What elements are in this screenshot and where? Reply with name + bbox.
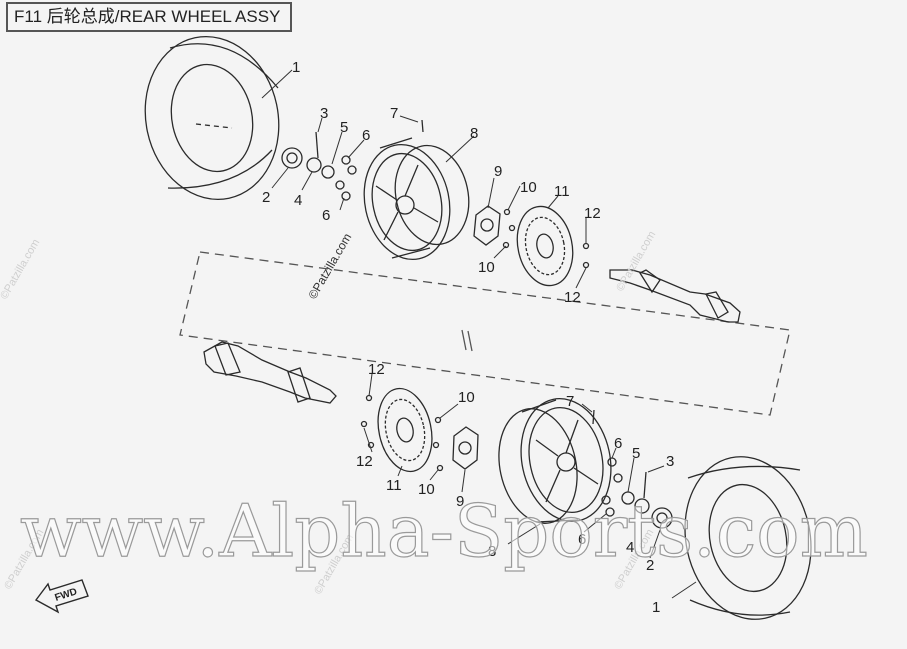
top-tire (144, 35, 280, 201)
top-brake-disc (516, 205, 590, 287)
callout-bottom-6b: 6 (578, 531, 586, 548)
callout-top-2: 2 (262, 189, 270, 206)
callout-bottom-2: 2 (646, 557, 654, 574)
top-hub (473, 205, 516, 249)
top-hub-nut-set (281, 131, 357, 201)
callout-top-10a: 10 (520, 179, 537, 196)
svg-text:©Patzilla.com: ©Patzilla.com (305, 231, 354, 302)
callout-bottom-8: 8 (488, 543, 496, 560)
callout-top-9: 9 (494, 163, 502, 180)
bottom-wheel-rim (498, 398, 612, 524)
svg-text:©Patzilla.com: ©Patzilla.com (0, 237, 42, 301)
top-callouts: 1 2 3 4 5 6 6 7 8 9 10 10 11 12 12 (262, 59, 601, 306)
callout-top-12a: 12 (584, 205, 601, 222)
forward-direction-marker: FWD (34, 579, 89, 614)
callout-bottom-3: 3 (666, 453, 674, 470)
callout-bottom-4: 4 (626, 539, 634, 556)
bottom-drive-shaft (203, 341, 337, 404)
callout-top-1: 1 (292, 59, 300, 76)
callout-top-8: 8 (470, 125, 478, 142)
callout-top-10b: 10 (478, 259, 495, 276)
callout-bottom-10b: 10 (418, 481, 435, 498)
callout-bottom-12b: 12 (356, 453, 373, 470)
callout-bottom-12a: 12 (368, 361, 385, 378)
site-watermark: www.Alpha-Sports.com (20, 489, 868, 573)
diagram-title: F11 后轮总成/REAR WHEEL ASSY (6, 2, 292, 32)
callout-top-6a: 6 (362, 127, 370, 144)
callout-bottom-7: 7 (566, 393, 574, 410)
bottom-tire (684, 456, 812, 620)
bottom-hub (432, 416, 479, 472)
callout-top-3: 3 (320, 105, 328, 122)
top-wheel-rim (363, 119, 470, 261)
top-drive-shaft (609, 269, 741, 323)
callout-bottom-6a: 6 (614, 435, 622, 452)
bottom-callouts: 12 12 11 10 10 9 7 6 5 3 6 8 4 2 1 (356, 361, 674, 616)
callout-bottom-5: 5 (632, 445, 640, 462)
callout-bottom-11: 11 (386, 477, 402, 494)
callout-bottom-1: 1 (652, 599, 660, 616)
callout-top-12b: 12 (564, 289, 581, 306)
callout-top-6b: 6 (322, 207, 330, 224)
callout-top-5: 5 (340, 119, 348, 136)
callout-bottom-9: 9 (456, 493, 464, 510)
callout-top-11: 11 (554, 183, 570, 200)
axle-link-frame (179, 251, 791, 416)
callout-top-7: 7 (390, 105, 398, 122)
svg-text:©Patzilla.com: ©Patzilla.com (614, 229, 658, 293)
callout-top-4: 4 (294, 192, 302, 209)
bottom-brake-disc (360, 387, 433, 473)
callout-bottom-10a: 10 (458, 389, 475, 406)
